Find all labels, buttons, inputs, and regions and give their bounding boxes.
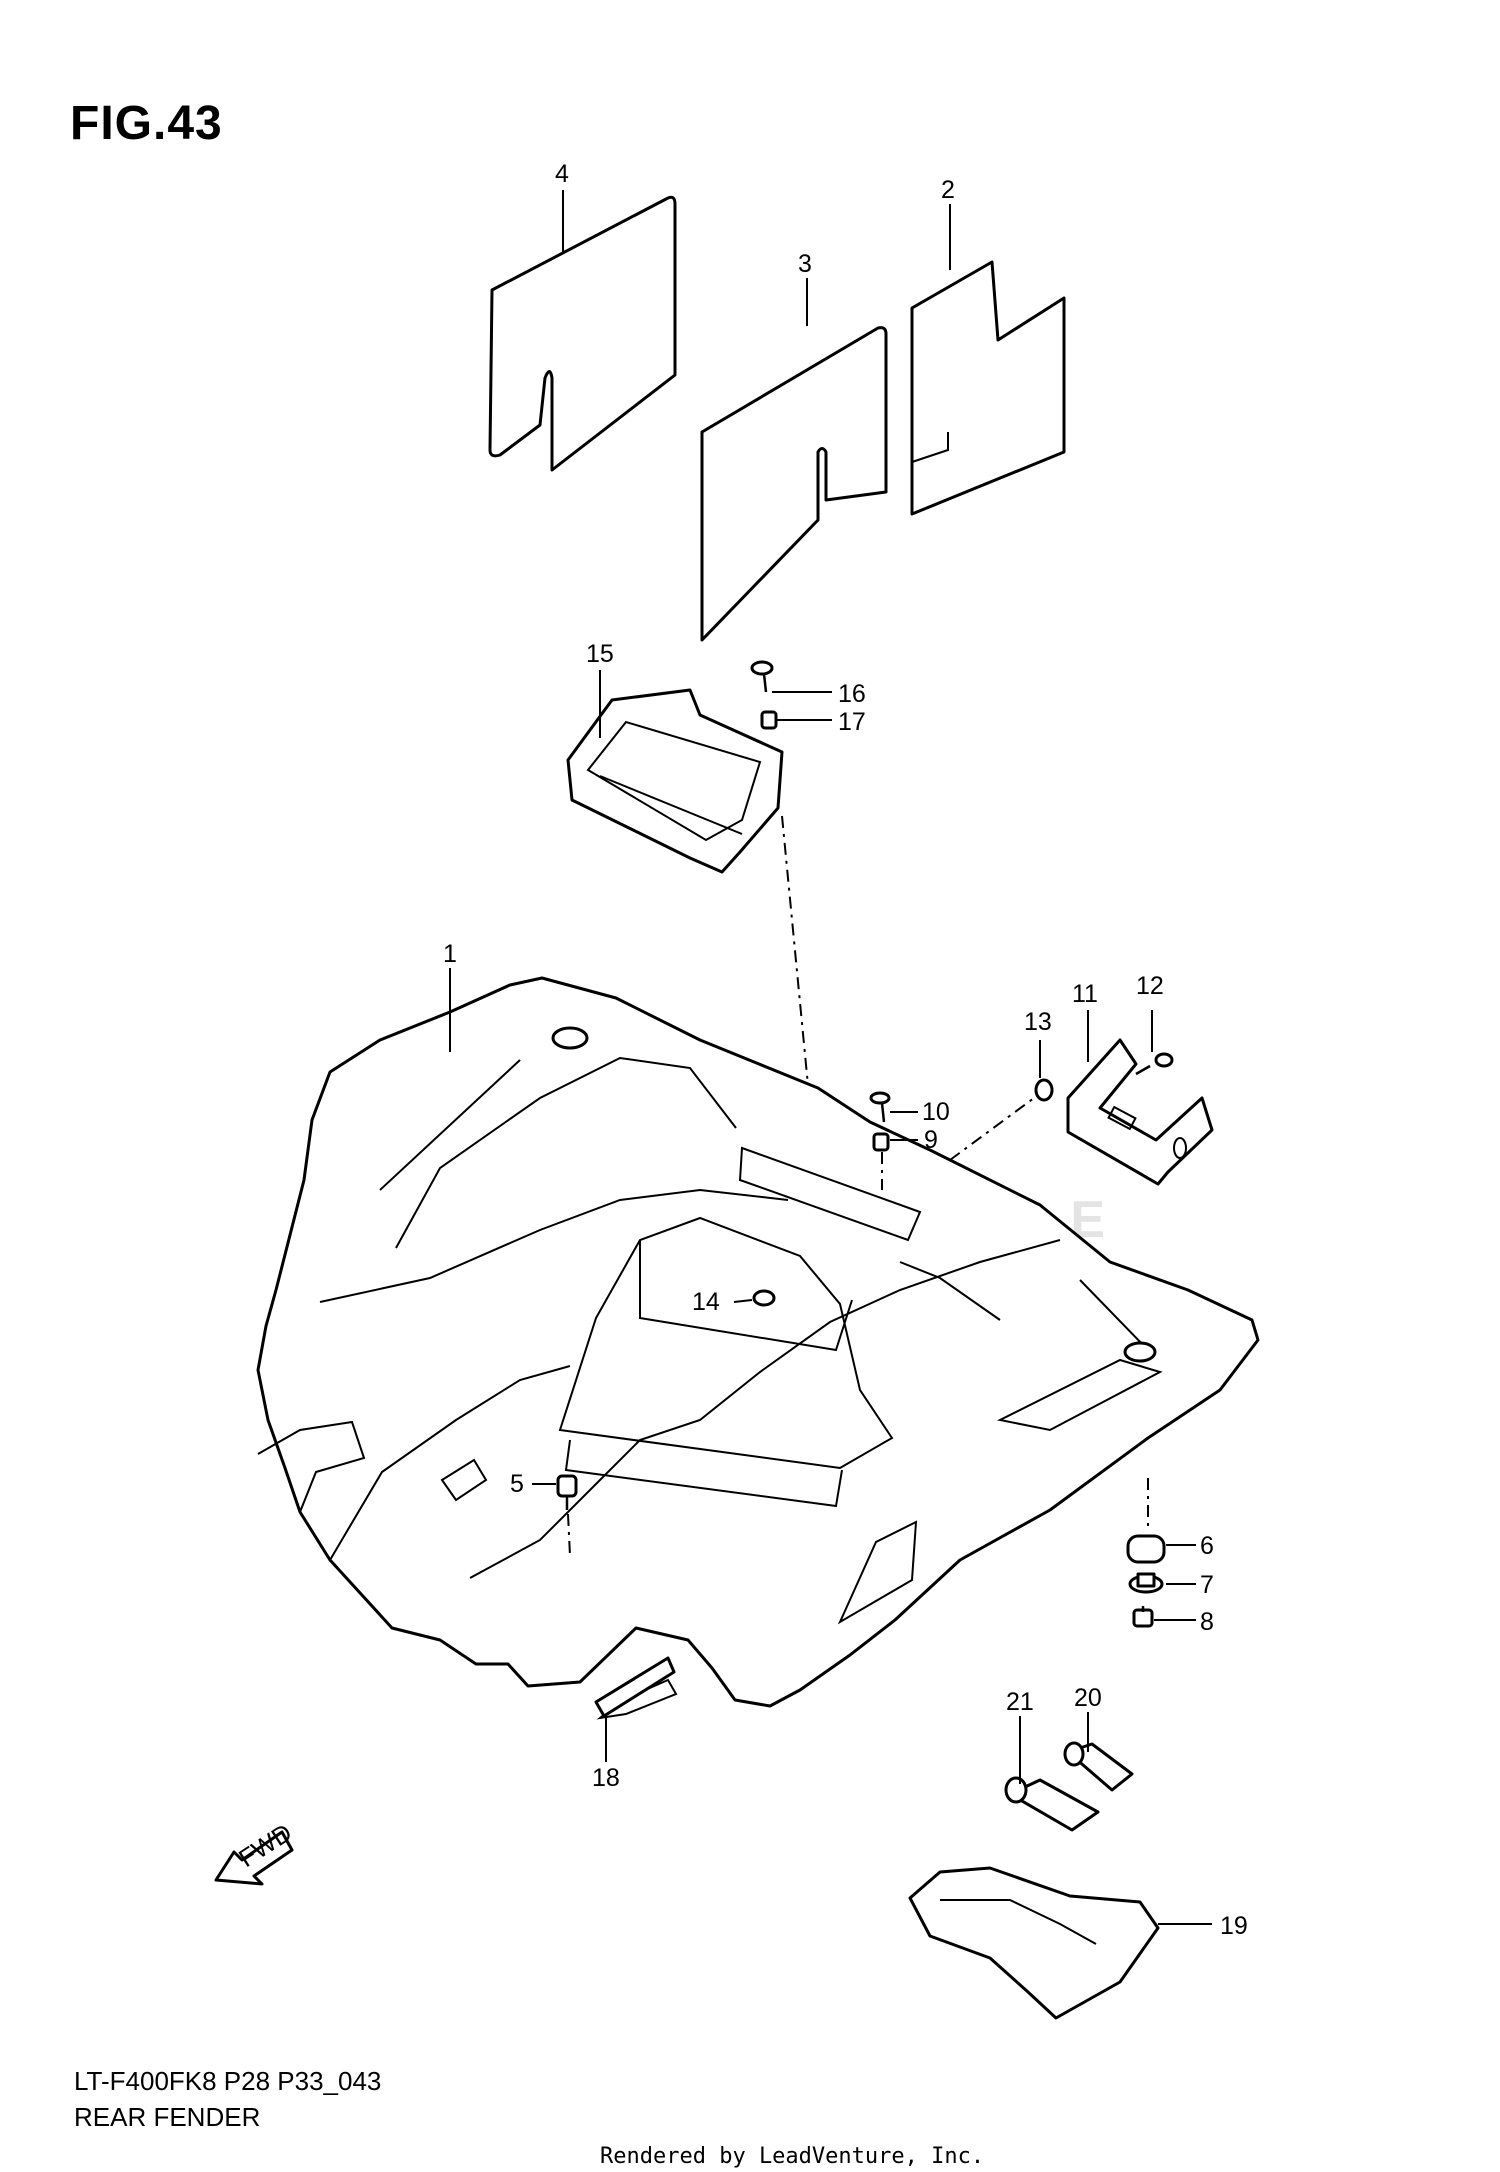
part-4-decal[interactable]	[488, 195, 677, 472]
callout-19: 19	[1220, 1912, 1248, 1940]
callout-9: 9	[924, 1126, 938, 1154]
part-10-screw[interactable]	[869, 1091, 891, 1123]
callout-2: 2	[941, 176, 955, 204]
leader-lines	[449, 190, 1212, 1925]
diagram-name: REAR FENDER	[74, 2102, 261, 2132]
callout-numbers: 1 2 3 4 5 6 7 8 9 10 11 12 13 14 15 16 1…	[443, 160, 1248, 1940]
part-19-cover[interactable]	[908, 1866, 1160, 2020]
callout-7: 7	[1200, 1571, 1214, 1599]
callout-5: 5	[510, 1470, 524, 1498]
callout-11: 11	[1072, 980, 1098, 1008]
callout-21: 21	[1006, 1688, 1034, 1716]
callout-18: 18	[592, 1764, 620, 1792]
part-9-nut[interactable]	[872, 1132, 890, 1152]
part-3-decal[interactable]	[700, 326, 888, 642]
part-7-collar[interactable]	[1128, 1572, 1164, 1594]
assembly-line-13	[949, 1097, 1035, 1161]
callout-17: 17	[838, 708, 866, 736]
part-8-bolt[interactable]	[1132, 1606, 1154, 1628]
part-5-bolt[interactable]	[556, 1474, 578, 1557]
callout-6: 6	[1200, 1532, 1214, 1560]
part-1-rear-fender[interactable]	[256, 976, 1260, 1720]
callout-4: 4	[555, 160, 569, 188]
part-21-tube[interactable]	[1004, 1776, 1100, 1832]
part-12-screw[interactable]	[1135, 1052, 1174, 1076]
callout-16: 16	[838, 680, 866, 708]
part-13-washer[interactable]	[1034, 1078, 1054, 1102]
part-11-bracket[interactable]	[1066, 1038, 1214, 1186]
callout-1: 1	[443, 940, 457, 968]
diagram-code: LT-F400FK8 P28 P33_043	[74, 2066, 382, 2096]
rendered-by-credit: Rendered by LeadVenture, Inc.	[600, 2144, 985, 2169]
part-17-nut[interactable]	[760, 710, 778, 730]
part-18-emblem[interactable]	[594, 1656, 676, 1718]
fwd-arrow-icon: FWD	[214, 1819, 297, 1886]
part-20-tube[interactable]	[1063, 1741, 1134, 1792]
callout-14: 14	[692, 1288, 720, 1316]
callout-20: 20	[1074, 1684, 1102, 1712]
part-15-tray-lid[interactable]	[566, 688, 784, 874]
callout-12: 12	[1136, 972, 1164, 1000]
part-6-grommet[interactable]	[1126, 1534, 1166, 1564]
callout-8: 8	[1200, 1608, 1214, 1636]
callout-3: 3	[798, 250, 812, 278]
callout-15: 15	[586, 640, 614, 668]
figure-title: FIG.43	[70, 97, 223, 150]
callout-13: 13	[1024, 1008, 1052, 1036]
part-2-decal[interactable]	[910, 260, 1066, 516]
callout-10: 10	[922, 1098, 950, 1126]
part-16-screw[interactable]	[750, 660, 774, 693]
part-14-plug[interactable]	[752, 1289, 776, 1307]
